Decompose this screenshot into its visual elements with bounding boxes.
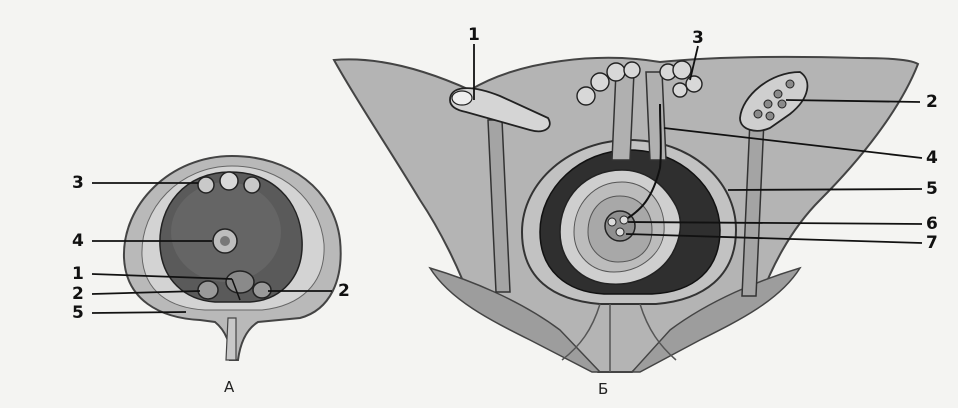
figure-a-ovule xyxy=(92,156,341,360)
label-a-1: 1 xyxy=(72,266,84,283)
label-b-6: 6 xyxy=(926,216,938,233)
label-b-1: 1 xyxy=(468,27,480,44)
label-a-2-right: 2 xyxy=(338,283,350,300)
label-b-4: 4 xyxy=(926,150,938,167)
figure-b-flower xyxy=(334,44,922,372)
label-a-4: 4 xyxy=(72,233,84,250)
label-b-7: 7 xyxy=(926,235,938,252)
label-b-5: 5 xyxy=(926,181,938,198)
label-a-5: 5 xyxy=(72,305,84,322)
label-a-3: 3 xyxy=(72,175,84,192)
label-b-3: 3 xyxy=(692,30,704,47)
caption-a: А xyxy=(224,380,234,395)
label-b-2: 2 xyxy=(926,94,938,111)
label-a-2-left: 2 xyxy=(72,286,84,303)
caption-b: Б xyxy=(598,382,608,397)
